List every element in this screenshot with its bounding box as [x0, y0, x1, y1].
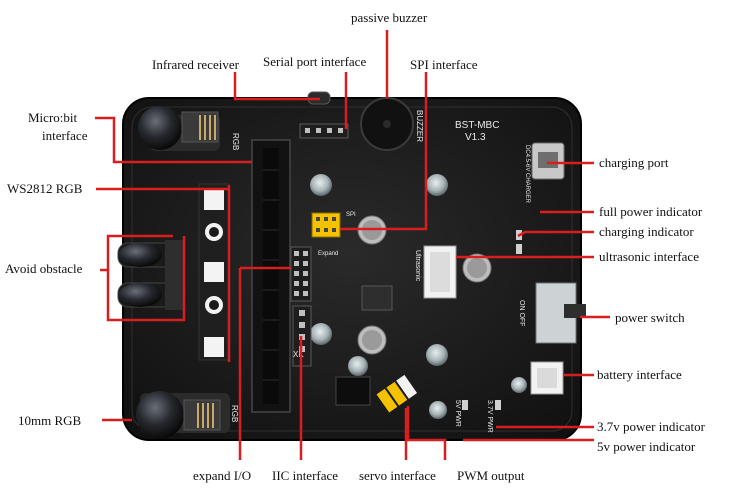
callout-avoid-b: [106, 236, 186, 322]
silk-expand: Expand: [318, 251, 338, 257]
silk-model: BST-MBC: [455, 120, 499, 131]
expand-io-header: Expand: [290, 246, 338, 302]
battery-connector: [530, 361, 564, 395]
microbit-edge-connector: [251, 139, 291, 413]
top-rgb-led: RGB: [138, 106, 240, 151]
inductor: [361, 285, 393, 311]
spi-header: SPI: [311, 212, 356, 238]
label-servo-interface: servo interface: [359, 468, 436, 483]
label-expand-io: expand I/O: [193, 468, 251, 483]
callout-spi: [340, 72, 428, 231]
callout-infrared-receiver: [233, 72, 320, 101]
label-ws2812-rgb: WS2812 RGB: [7, 181, 83, 196]
label-full-power: full power indicator: [599, 204, 703, 219]
label-microbit-interface-line1: Micro:bit: [28, 110, 77, 125]
obstacle-sensors: [117, 240, 183, 310]
callout-microbit: [95, 116, 252, 164]
silk-xk: XK: [293, 350, 304, 359]
callout-charging-indicator: [517, 230, 594, 238]
silk-on-off: ON OFF: [518, 300, 525, 326]
label-iic-interface: IIC interface: [272, 468, 338, 483]
label-avoid-obstacle: Avoid obstacle: [5, 261, 83, 276]
silk-buzzer: BUZZER: [415, 110, 424, 142]
label-ultrasonic-interface: ultrasonic interface: [599, 249, 699, 264]
silk-rgb-bottom: RGB: [230, 405, 239, 422]
silk-rgb-top: RGB: [231, 133, 240, 150]
silk-spi: SPI: [346, 212, 356, 218]
callout-avoid-a: [100, 234, 173, 272]
silk-dc-in: DC4.5-6V CHARGER: [524, 145, 530, 204]
callout-lines: [95, 30, 610, 460]
ultrasonic-connector: Ultrasonic: [414, 245, 457, 299]
silk-ultrasonic: Ultrasonic: [414, 250, 421, 282]
usb-charging-port: DC4.5-6V CHARGER: [524, 142, 565, 204]
power-switch-component: ON OFF: [518, 282, 586, 344]
silk-5v-pwr: 5V PWR: [454, 400, 461, 427]
label-charging-indicator: charging indicator: [599, 224, 694, 239]
label-serial-port: Serial port interface: [263, 54, 366, 69]
mounting-holes: [310, 174, 527, 419]
model-silkscreen: BST-MBC V1.3: [455, 120, 499, 143]
servo-headers: [376, 374, 418, 413]
ic-chip: [335, 376, 371, 406]
silk-version: V1.3: [465, 132, 486, 143]
callout-pwm: [406, 406, 447, 460]
label-10mm-rgb: 10mm RGB: [18, 413, 82, 428]
label-passive-buzzer: passive buzzer: [351, 10, 428, 25]
serial-port-header: [299, 91, 349, 139]
label-microbit-interface-line2: interface: [42, 128, 88, 143]
label-pwm-output: PWM output: [457, 468, 525, 483]
label-power-37v: 3.7v power indicator: [597, 419, 706, 434]
label-power-5v: 5v power indicator: [597, 439, 696, 454]
callout-labels: passive buzzer Infrared receiver Serial …: [5, 10, 706, 483]
label-battery-interface: battery interface: [597, 367, 682, 382]
label-power-switch: power switch: [615, 310, 685, 325]
label-charging-port: charging port: [599, 155, 669, 170]
pcb-board: [122, 97, 582, 441]
label-spi-interface: SPI interface: [410, 57, 478, 72]
silk-37v-pwr: 3.7V PWR: [486, 400, 493, 433]
ws2812-column: [198, 183, 230, 361]
label-infrared-receiver: Infrared receiver: [152, 57, 240, 72]
bottom-rgb-led: RGB: [136, 391, 239, 439]
